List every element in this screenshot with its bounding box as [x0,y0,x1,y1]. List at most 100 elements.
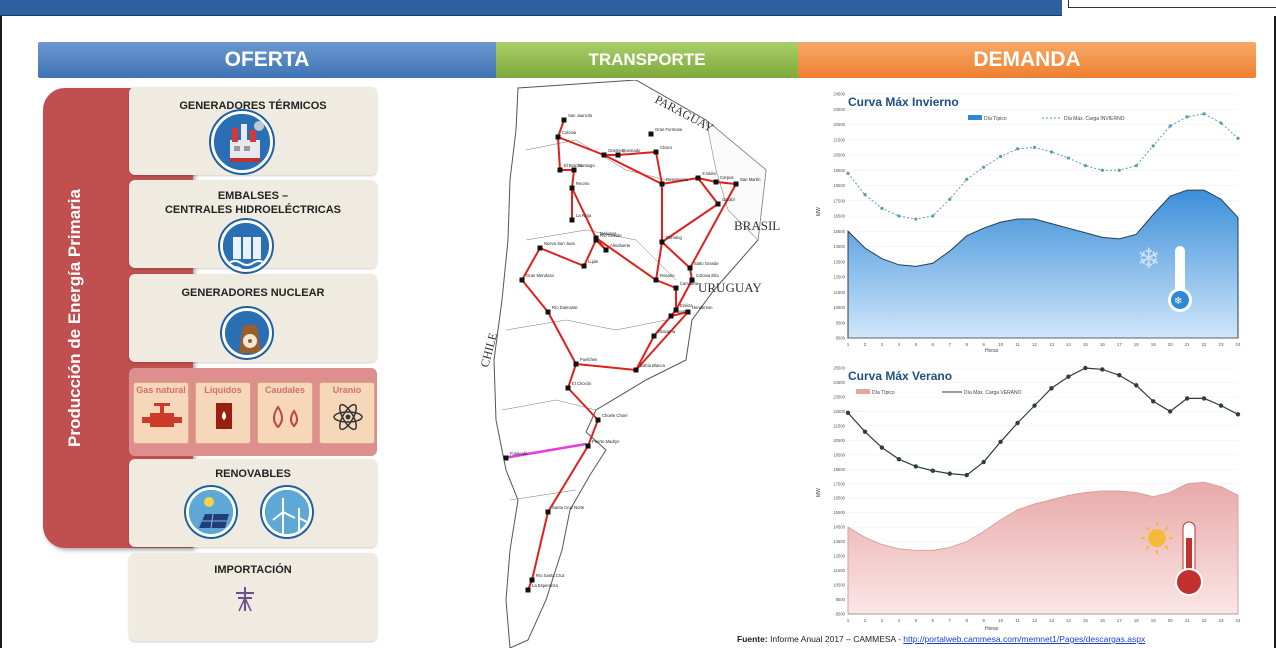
chart-verano-title: Curva Máx Verano [848,369,952,383]
data-point [1134,383,1139,388]
transmission-line [547,445,589,513]
transmission-lines [521,119,737,591]
y-tick-label: 8500 [836,336,846,341]
y-tick-label: 12500 [833,554,845,559]
data-point [931,214,935,218]
transmission-line [567,363,577,389]
chart-invierno-title: Curva Máx Invierno [848,95,959,109]
data-point [1083,164,1087,168]
city-label: Garabí [722,197,736,202]
data-point [1032,403,1037,408]
city-label: Santa Cruz Norte [552,505,585,510]
x-tick-label: 9 [982,618,985,623]
transmission-line [575,363,637,371]
x-tick-label: 3 [881,342,884,347]
card-title-nuclear: GENERADORES NUCLEAR [181,287,325,299]
solar-panel-icon [186,487,236,537]
substation-node [565,385,571,391]
data-point [880,206,884,210]
substation-node [525,587,531,593]
card-title-embalses-2: CENTRALES HIDROELÉCTRICAS [164,204,341,216]
transmission-line [675,279,693,311]
x-tick-label: 13 [1049,342,1055,347]
hydro-dam-icon [220,220,272,272]
card-importacion: IMPORTACIÓN [129,553,377,641]
city-label: Colonia Elía [696,273,719,278]
y-tick-label: 9500 [836,597,846,602]
y-tick-label: 19500 [833,168,845,173]
x-tick-label: 11 [1015,618,1020,623]
city-label: Salto Grande [694,261,719,266]
y-tick-label: 25500 [833,366,845,371]
city-label: Colonia [562,130,577,135]
transmission-line [697,177,719,205]
transmission-line [661,241,691,269]
series-line-dia-max [847,367,1239,476]
x-tick-label: 8 [965,618,968,623]
legend-label-line: Día Máx. Carga VERANO [964,390,1022,396]
transmission-line [583,239,597,267]
substation-node [633,367,639,373]
substation-node [733,181,739,187]
transmission-line [655,279,677,289]
country-label-uruguay: URUGUAY [698,280,762,295]
legend-swatch-area [856,389,870,394]
data-point [1117,373,1122,378]
y-tick-label: 15500 [833,229,845,234]
data-point [1066,156,1071,160]
x-tick-label: 14 [1066,618,1072,623]
y-tick-label: 24500 [833,92,845,97]
x-tick-label: 19 [1151,618,1157,623]
x-tick-label: 21 [1185,618,1191,623]
x-tick-label: 18 [1134,342,1140,347]
gas-valve-icon [142,403,182,427]
substation-node [593,237,599,243]
data-point [1049,150,1054,154]
substation-node [555,134,561,140]
substation-node [651,333,657,339]
transmission-line [521,247,541,281]
data-point [1201,396,1207,401]
city-label: Futaleufú [510,451,528,456]
substation-node [603,247,609,253]
substation-node [659,181,665,187]
x-tick-label: 15 [1083,342,1089,347]
city-label: La Esperanza [532,583,559,588]
x-tick-label: 8 [965,342,968,347]
country-outline [493,80,767,648]
data-point [846,171,850,175]
transmission-line [571,169,575,189]
transmission-line [557,136,561,171]
city-label: La Rioja [576,213,592,218]
city-label: Olavarría [658,329,676,334]
chart-invierno-plot: 8500950010500115001250013500145001550016… [833,92,1241,348]
y-tick-label: 21500 [833,423,845,428]
source-label-gas-natural: Gas natural [136,385,186,395]
x-tick-label: 21 [1185,342,1191,347]
city-label: S.Isidro [702,171,717,176]
transmission-line [547,311,577,365]
chart-invierno-xlabel: Horas [985,348,999,354]
y-tick-label: 18500 [833,467,845,472]
x-tick-label: 23 [1219,342,1225,347]
y-tick-label: 8500 [836,612,846,617]
y-tick-label: 11500 [834,568,846,573]
source-link[interactable]: http://portalweb.cammesa.com/memnet1/Pag… [903,634,1146,644]
y-tick-label: 23500 [833,394,845,399]
data-point [1032,145,1037,149]
transmission-line [661,177,699,185]
primary-energy-side-label-wrap: Producción de Energía Primaria [64,88,86,548]
x-tick-label: 23 [1219,618,1225,623]
snowflake-thermometer-icon: ❄ ❄ [1137,242,1192,312]
sun-thermometer-icon [1141,521,1203,596]
transmission-line [655,241,663,281]
x-tick-label: 17 [1117,342,1123,347]
x-tick-label: 10 [998,618,1004,623]
province-border [525,229,677,281]
transmission-line [653,315,672,337]
card-primary-sources: Gas natural Líquidos Caudales Uranio [129,368,377,456]
data-point [1202,112,1206,116]
y-tick-label: 10500 [833,583,845,588]
city-label: Santiago [578,163,595,168]
